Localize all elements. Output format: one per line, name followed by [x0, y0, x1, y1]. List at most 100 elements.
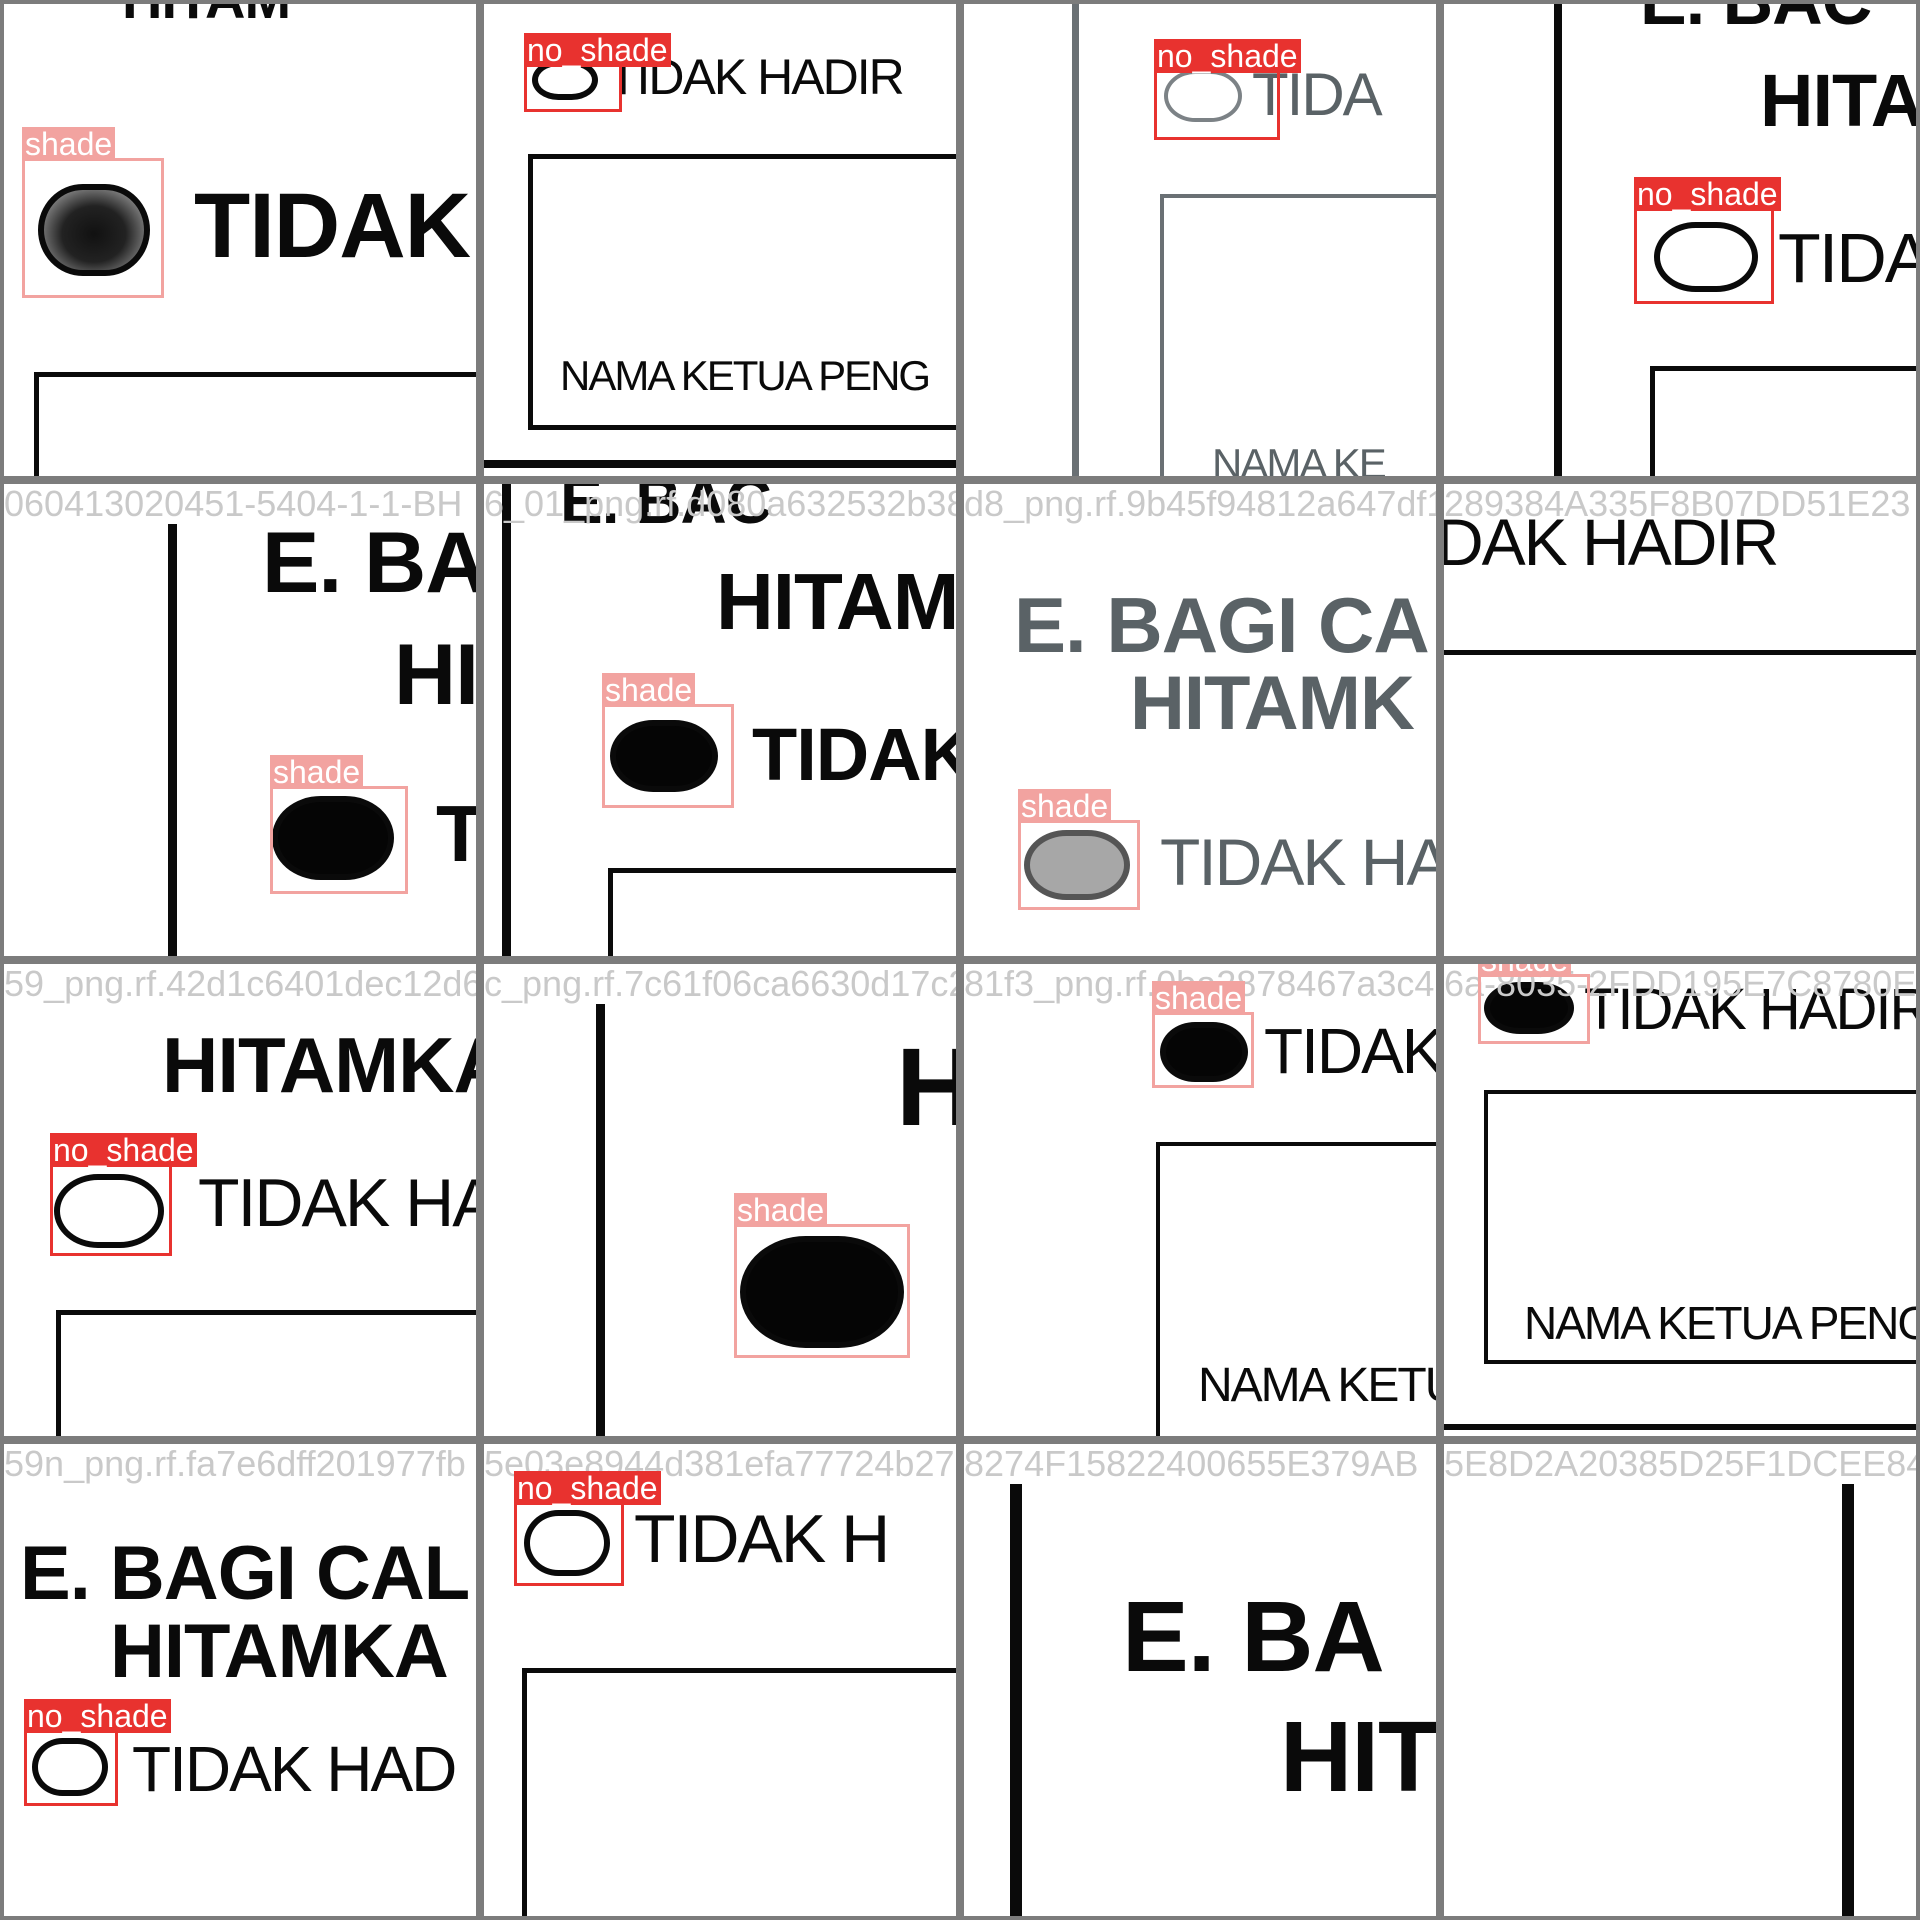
- heading-text: E. BAGI CAL: [20, 1531, 470, 1616]
- image-filename: c_png.rf.7c61f06ca6630d17c2d3e1: [484, 964, 956, 1004]
- form-box: [608, 868, 956, 956]
- tile-4: E. BAC HITA TIDA no_shade: [1444, 4, 1916, 476]
- heading-text: HITAMKA: [162, 1021, 476, 1109]
- shade-label: shade: [734, 1193, 828, 1227]
- form-rule: [1010, 1484, 1022, 1916]
- no-shade-bounding-box: no_shade: [1634, 177, 1781, 304]
- shade-bounding-box: shade: [734, 1193, 910, 1358]
- heading-text: HITAM: [716, 557, 956, 646]
- no-shade-label: no_shade: [1634, 177, 1781, 211]
- tile-11: 81f3_png.rf.0ba2878467a3c456 TIDAK NAMA …: [964, 964, 1436, 1436]
- form-box: [1484, 1090, 1916, 1364]
- image-filename: 060413020451-5404-1-1-BH: [4, 484, 463, 524]
- ballot-oval-shaded: [1024, 830, 1130, 900]
- no-shade-label: no_shade: [1154, 39, 1301, 73]
- ballot-oval-empty: [1164, 70, 1242, 122]
- heading-text: HIT: [1280, 1701, 1436, 1813]
- shade-label: shade: [1152, 981, 1246, 1015]
- form-caption: NAMA KETU: [1198, 1359, 1436, 1412]
- ballot-oval-empty: [54, 1174, 164, 1248]
- heading-text: HI: [394, 627, 476, 723]
- shade-label: shade: [270, 755, 364, 789]
- tile-5: 060413020451-5404-1-1-BH E. BA HI T shad…: [4, 484, 476, 956]
- form-box: [1160, 194, 1436, 476]
- form-box: [34, 372, 476, 476]
- tile-13: 59n_png.rf.fa7e6dff201977fb E. BAGI CAL …: [4, 1444, 476, 1916]
- heading-text: HITAM: [122, 4, 291, 31]
- shade-bounding-box: shade: [602, 673, 734, 808]
- ballot-oval-shaded: [610, 720, 718, 792]
- image-filename: 6_01_png.rf.d080a632532b380: [484, 484, 956, 524]
- form-rule: [1554, 4, 1562, 476]
- form-rule: [1842, 1484, 1854, 1916]
- tile-15: 8274F15822400655E379AB E. BA HIT: [964, 1444, 1436, 1916]
- shade-label: shade: [22, 127, 116, 161]
- form-caption: NAMA KE: [1212, 440, 1387, 476]
- form-box: [1156, 1142, 1436, 1436]
- ballot-oval-shaded: [38, 184, 150, 276]
- shade-label: shade: [1018, 789, 1112, 823]
- option-text: TIDAK: [752, 713, 956, 796]
- no-shade-bounding-box: no_shade: [24, 1699, 171, 1806]
- option-text: TIDAK HAD: [132, 1733, 457, 1805]
- heading-text: E. BA: [1122, 1581, 1385, 1693]
- heading-text: E. BAC: [1640, 4, 1872, 40]
- form-rule: [596, 1004, 605, 1436]
- no-shade-label: no_shade: [50, 1133, 197, 1167]
- shade-bounding-box: shade: [22, 127, 164, 298]
- no-shade-label: no_shade: [524, 33, 671, 67]
- no-shade-bounding-box: no_shade: [514, 1471, 661, 1586]
- ballot-oval-shaded: [1484, 982, 1574, 1034]
- heading-text: H: [896, 1026, 956, 1149]
- heading-text: E. BAGI CA: [1014, 581, 1430, 669]
- ballot-oval-empty: [1654, 222, 1758, 292]
- shade-bounding-box: shade: [1018, 789, 1140, 910]
- tile-2: TIDAK HADIR NAMA KETUA PENG no_shade: [484, 4, 956, 476]
- heading-text: E. BAC: [560, 484, 772, 537]
- image-filename: 5E8D2A20385D25F1DCEE84: [1444, 1444, 1916, 1484]
- no-shade-label: no_shade: [24, 1699, 171, 1733]
- heading-text: HITAMK: [1130, 661, 1415, 746]
- tile-6: 6_01_png.rf.d080a632532b380 E. BAC HITAM…: [484, 484, 956, 956]
- form-box: [1650, 366, 1916, 476]
- ballot-oval-shaded: [740, 1236, 904, 1348]
- image-filename: 59_png.rf.42d1c6401dec12d69: [4, 964, 476, 1004]
- option-text: TIDAK H: [634, 1501, 890, 1577]
- tile-16: 5E8D2A20385D25F1DCEE84: [1444, 1444, 1916, 1916]
- heading-text: HITAMKA: [110, 1609, 449, 1694]
- option-text: T: [436, 789, 476, 878]
- option-text: TIDAK HADIR: [1584, 977, 1916, 1042]
- tile-14: 5e03e8944d381efa77724b27e85 TIDAK H no_s…: [484, 1444, 956, 1916]
- form-rule: [1444, 1424, 1916, 1430]
- form-caption: NAMA KETUA PENG: [560, 352, 931, 399]
- ballot-oval-empty: [32, 1738, 108, 1796]
- option-text: TIDAK: [1264, 1015, 1436, 1087]
- image-filename: 289384A335F8B07DD51E23: [1444, 484, 1911, 524]
- option-text: DAK HADIR: [1444, 505, 1779, 579]
- heading-text: E. BA: [262, 515, 476, 611]
- shade-label: shade: [1478, 964, 1572, 977]
- tile-8: 289384A335F8B07DD51E23 DAK HADIR: [1444, 484, 1916, 956]
- form-rule: [1072, 4, 1079, 476]
- form-rule: [484, 460, 956, 468]
- shade-label: shade: [602, 673, 696, 707]
- tile-7: d8_png.rf.9b45f94812a647df1e4d9 E. BAGI …: [964, 484, 1436, 956]
- tile-12: 6a-8035-2FDD195E7C8780E TIDAK HADIR NAMA…: [1444, 964, 1916, 1436]
- form-box: [56, 1310, 476, 1436]
- option-text: TIDAK HA: [198, 1165, 476, 1241]
- form-box: [528, 154, 956, 430]
- form-rule: [168, 524, 177, 956]
- no-shade-label: no_shade: [514, 1471, 661, 1505]
- tile-1: HITAM TIDAK shade: [4, 4, 476, 476]
- heading-text: HITA: [1760, 59, 1916, 142]
- shade-bounding-box: shade: [1478, 964, 1590, 1044]
- image-filename: d8_png.rf.9b45f94812a647df1e4d9: [964, 484, 1436, 524]
- option-text: TIDAK: [194, 175, 471, 277]
- image-filename: 59n_png.rf.fa7e6dff201977fb: [4, 1444, 466, 1484]
- ballot-oval-shaded: [272, 796, 394, 880]
- form-rule: [1444, 650, 1916, 655]
- form-caption: NAMA KETUA PENG: [1524, 1297, 1916, 1349]
- option-text: TIDA: [1778, 219, 1916, 297]
- ballot-oval-empty: [524, 1510, 610, 1576]
